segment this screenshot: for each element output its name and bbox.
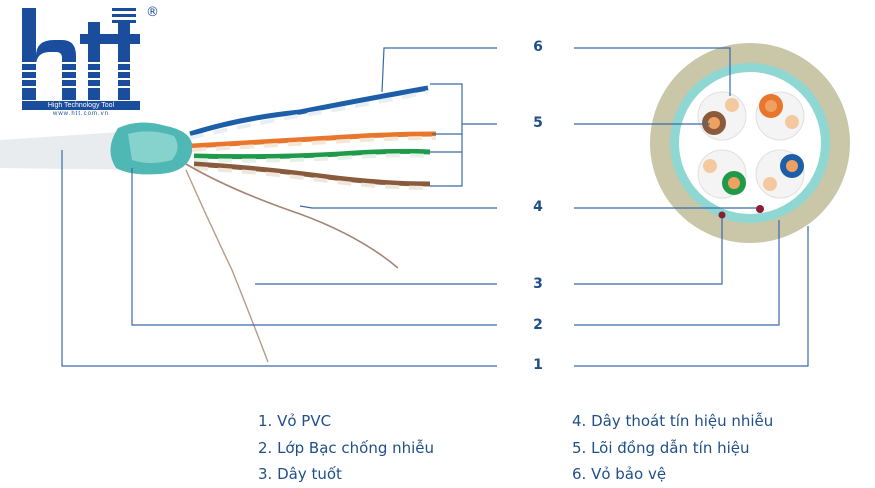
- rip-cord: [185, 169, 269, 363]
- callout-number-1: 1: [533, 357, 543, 373]
- htt-logo-mark: [22, 8, 140, 100]
- logo-url: www.htt.com.vn: [52, 111, 109, 117]
- legend-item-6: 6. Vỏ bảo vệ: [572, 465, 667, 483]
- drain-wire: [185, 163, 399, 269]
- wire-pair-brown: [193, 161, 431, 187]
- wire-pair-green: [193, 148, 431, 160]
- wire-pair-orange: [191, 131, 437, 149]
- legend-item-3: 3. Dây tuốt: [258, 465, 342, 483]
- registered-mark: ®: [146, 5, 159, 20]
- wire-pair-blue: [189, 85, 429, 137]
- leader-lines: [61, 47, 809, 367]
- callout-number-2: 2: [533, 317, 543, 333]
- drain-wire-dot: [756, 205, 764, 213]
- legend-item-4: 4. Dây thoát tín hiệu nhiễu: [572, 412, 774, 430]
- legend-item-1: 1. Vỏ PVC: [258, 412, 332, 430]
- callout-number-4: 4: [533, 199, 543, 215]
- inner-core: [679, 72, 821, 214]
- legend-item-2: 2. Lớp Bạc chống nhiễu: [258, 439, 435, 457]
- cable-cross-section: [650, 43, 850, 243]
- drain-wire-dot: [718, 211, 726, 219]
- callout-number-5: 5: [533, 115, 543, 131]
- cable-illustration: [0, 85, 437, 363]
- callout-number-6: 6: [533, 39, 543, 55]
- legend-item-5: 5. Lõi đồng dẫn tín hiệu: [572, 439, 750, 457]
- logo-caption: High Technology Tool: [22, 101, 140, 110]
- callout-number-3: 3: [533, 276, 543, 292]
